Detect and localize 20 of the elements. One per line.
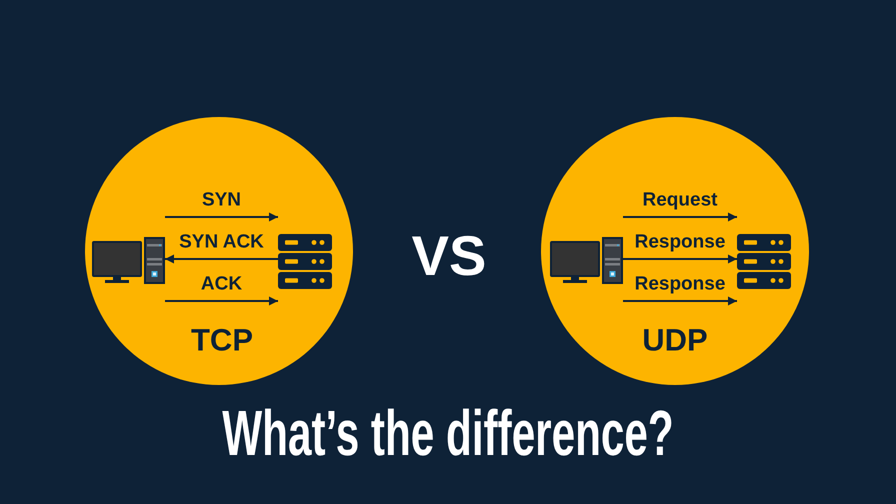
versus-text: VS	[412, 228, 486, 284]
server-rack-icon	[278, 234, 332, 289]
arrow	[623, 296, 737, 306]
desktop-computer-icon	[92, 237, 165, 284]
desktop-computer-icon	[550, 237, 623, 284]
arrow	[623, 254, 737, 264]
edge-label: Response	[634, 232, 726, 252]
edge-label: Request	[642, 190, 718, 210]
edge-label: SYN	[202, 190, 242, 210]
edge-label: Response	[634, 274, 726, 294]
arrow	[165, 254, 278, 264]
arrow	[165, 296, 278, 306]
title: What’s the difference?	[222, 401, 674, 465]
arrow	[165, 212, 278, 222]
edge-label: SYN ACK	[179, 232, 264, 252]
edge-label: ACK	[200, 274, 242, 294]
protocol-label: TCP	[191, 324, 253, 356]
arrow	[623, 212, 737, 222]
server-rack-icon	[737, 234, 791, 289]
protocol-label: UDP	[642, 324, 708, 356]
